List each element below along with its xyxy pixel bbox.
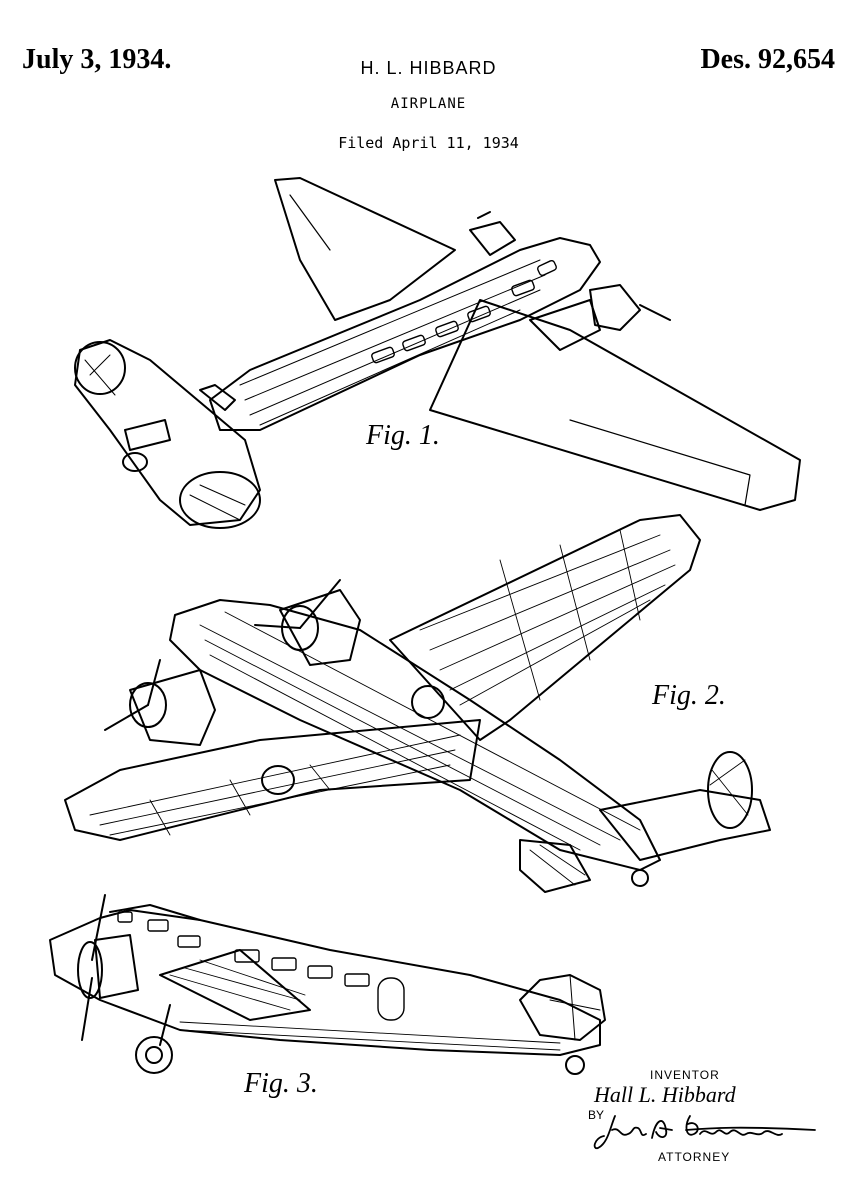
- attorney-caption: ATTORNEY: [658, 1150, 731, 1164]
- patent-title: AIRPLANE: [390, 96, 467, 112]
- attorney-signature-image: [593, 1115, 816, 1150]
- by-label: BY: [588, 1108, 605, 1122]
- filed-date: Filed April 11, 1934: [338, 134, 519, 152]
- fig1-airplane-drawing: [74, 177, 801, 529]
- fig1-label: Fig. 1.: [366, 420, 440, 451]
- inventor-name: Hall L. Hibbard: [594, 1082, 736, 1107]
- patent-date: July 3, 1934.: [22, 44, 172, 75]
- fig3-label: Fig. 3.: [244, 1068, 318, 1099]
- inventor-header: H. L. HIBBARD: [360, 58, 497, 78]
- fig3-airplane-drawing: [49, 894, 606, 1075]
- design-number: Des. 92,654: [700, 44, 835, 75]
- fig2-label: Fig. 2.: [652, 680, 726, 711]
- inventor-caption: INVENTOR: [650, 1068, 720, 1082]
- fig2-airplane-drawing: [64, 514, 771, 893]
